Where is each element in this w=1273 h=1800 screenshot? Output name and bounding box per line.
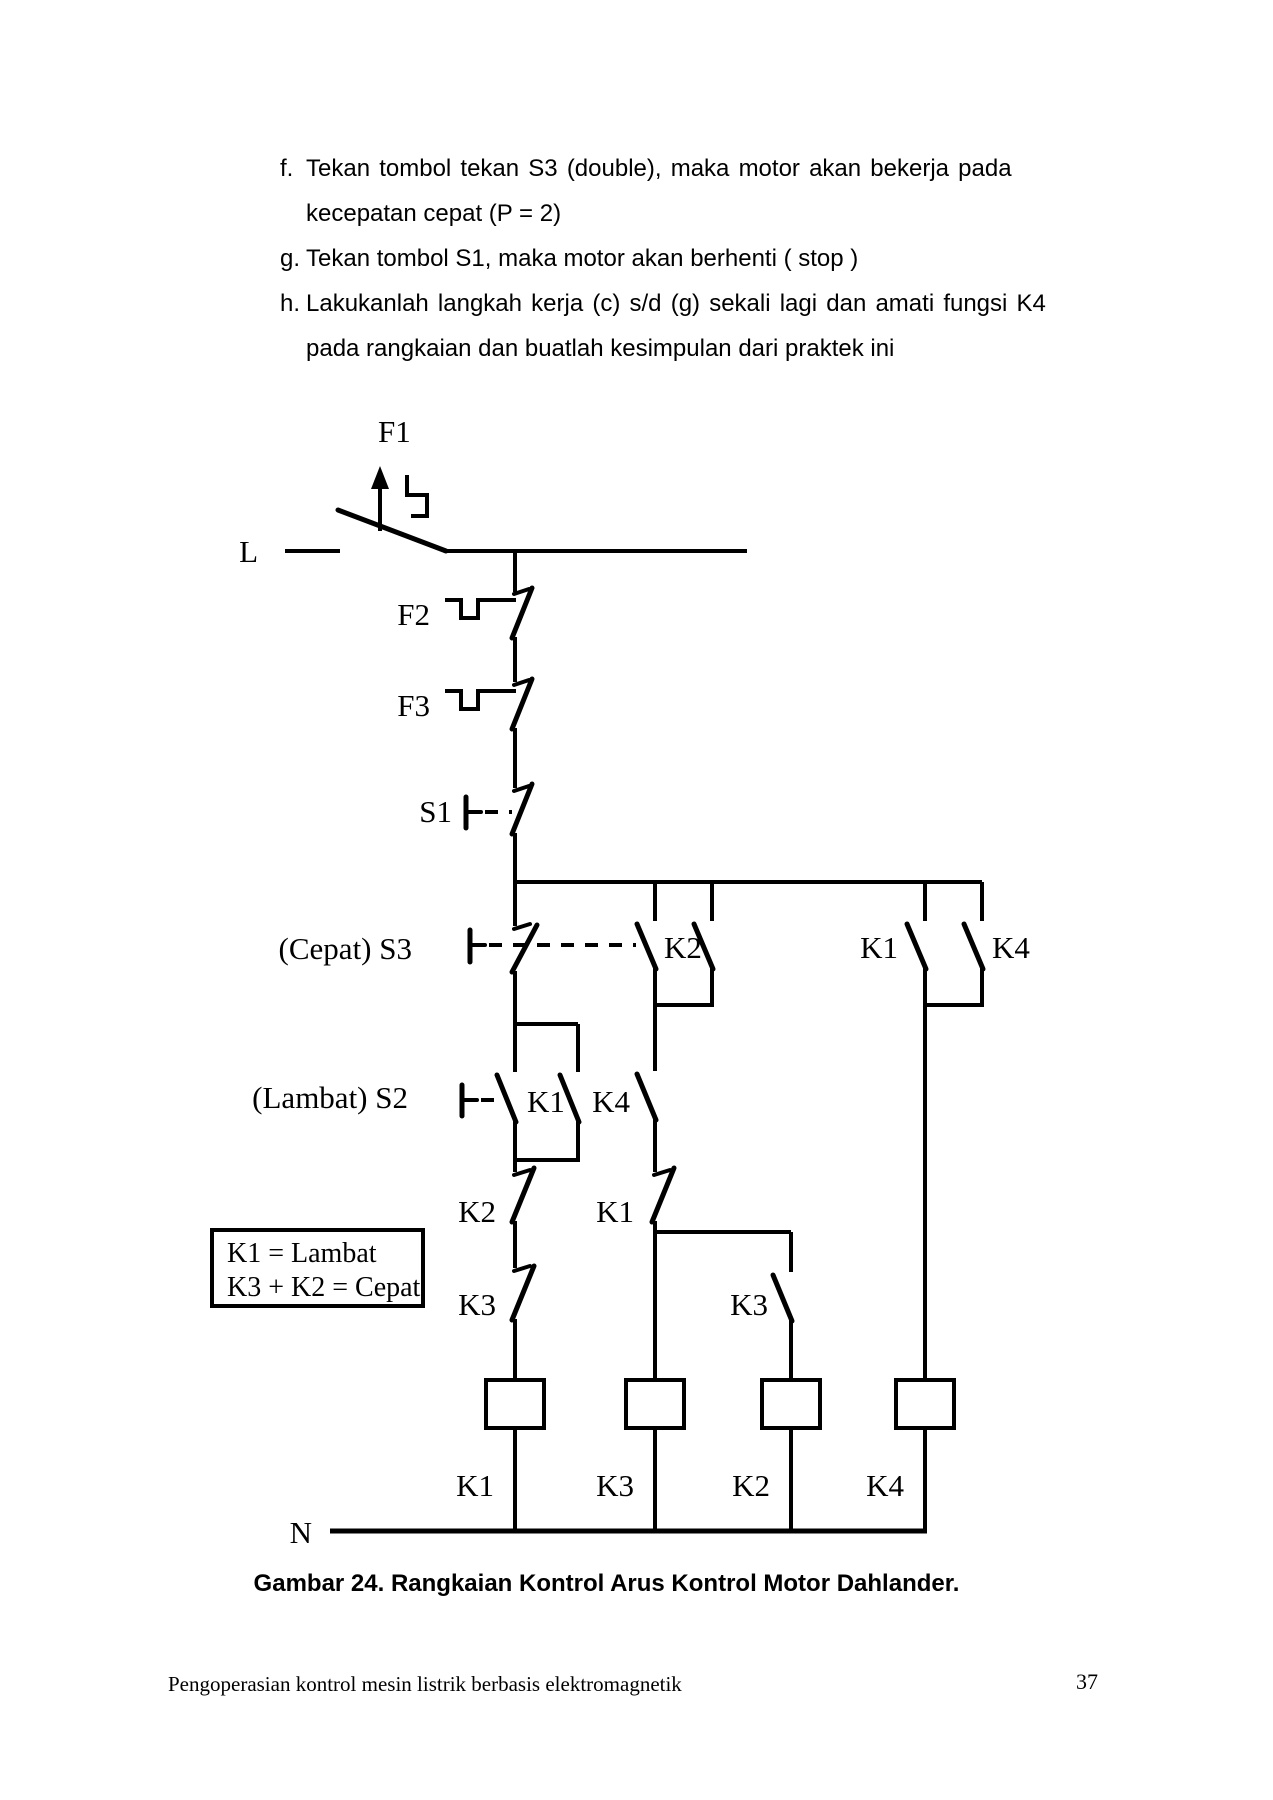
k1-no-label: K1 [860, 930, 898, 965]
k3-contact-tick [512, 1264, 532, 1273]
k1-seal-blade [557, 1072, 582, 1125]
k2-seal-blade [691, 921, 716, 972]
fast-rung-column [634, 882, 791, 1382]
figure-caption: Gambar 24. Rangkaian Kontrol Arus Kontro… [253, 1570, 960, 1597]
instruction-item-h: h. Lakukanlah langkah kerja (c) s/d (g) … [280, 281, 1060, 371]
s2-label: (Lambat) S2 [252, 1080, 408, 1115]
k2-interlock-contact [509, 1160, 537, 1268]
k1-coil [484, 1378, 546, 1430]
f3-contact-blade [509, 676, 535, 732]
f2-overload-contact [445, 585, 535, 682]
s1-label: S1 [419, 794, 452, 829]
k3-interlock-contact [509, 1263, 537, 1382]
s3-fast-button [467, 882, 636, 1026]
f3-heater-symbol [445, 689, 516, 711]
k1-seal-label: K1 [527, 1084, 565, 1119]
line-label: L [239, 534, 258, 569]
f2-contact-blade [509, 585, 535, 641]
f3-label: F3 [397, 688, 430, 723]
item-label: g. [280, 245, 301, 272]
neutral-label: N [290, 1515, 312, 1550]
item-text-line: pada rangkaian dan buatlah kesimpulan da… [306, 335, 895, 362]
k3-no-blade [770, 1272, 795, 1324]
f2-contact-tick [512, 587, 531, 596]
instruction-item-g: g. Tekan tombol S1, maka motor akan berh… [280, 236, 1060, 281]
s3-no-blade [634, 921, 659, 972]
k2-interlock-label: K2 [458, 1194, 496, 1229]
k3-coil-label: K3 [596, 1468, 634, 1503]
k3-contact-blade [509, 1263, 537, 1323]
f3-overload-contact [445, 676, 535, 788]
k3-interlock-label: K3 [458, 1287, 496, 1322]
k2-contact-tick [512, 1168, 532, 1177]
s3-contact-tick [512, 922, 532, 931]
f2-label: F2 [397, 597, 430, 632]
item-text-line: Lakukanlah langkah kerja (c) s/d (g) sek… [306, 290, 1046, 317]
instruction-item-f: f. Tekan tombol tekan S3 (double), maka … [280, 146, 1060, 236]
k4-seal-label: K4 [992, 930, 1030, 965]
s2-k1-parallel-group [459, 1022, 582, 1162]
k4-interlock-blade [634, 1071, 659, 1123]
s2-contact-blade [494, 1072, 519, 1125]
legend-border [210, 1228, 425, 1308]
k4-interlock-label: K4 [592, 1084, 630, 1119]
f1-trip-hook [405, 475, 429, 518]
k1-contact-tick [652, 1168, 672, 1177]
k4-rung-column [904, 882, 986, 1382]
k1-coil-label: K1 [456, 1468, 494, 1503]
k2-contact-blade [509, 1165, 537, 1225]
item-label: h. [280, 290, 301, 317]
s3-label: (Cepat) S3 [279, 931, 412, 966]
legend-line-2: K3 + K2 = Cepat [227, 1272, 421, 1303]
k4-seal-blade [961, 921, 986, 972]
k3-coil [624, 1378, 686, 1430]
f1-blade [335, 507, 449, 554]
k1-interlock-label: K1 [596, 1194, 634, 1229]
k2-coil-label: K2 [732, 1468, 770, 1503]
f1-disconnect-symbol [285, 466, 747, 592]
legend-box: K1 = Lambat K3 + K2 = Cepat [210, 1228, 425, 1308]
f3-contact-tick [512, 678, 531, 687]
f1-label: F1 [378, 414, 411, 449]
k4-coil [894, 1378, 956, 1430]
s1-contact-blade [509, 781, 535, 837]
k3-no-column [770, 1232, 795, 1382]
k1-interlock-blade [649, 1165, 677, 1225]
f2-heater-symbol [445, 598, 516, 620]
coil-row [484, 1378, 956, 1531]
k2-coil [760, 1378, 822, 1430]
s3-contact-blade [509, 922, 540, 975]
page-number: 37 [1076, 1669, 1098, 1694]
instruction-list: f. Tekan tombol tekan S3 (double), maka … [280, 146, 1060, 371]
item-text-line: kecepatan cepat (P = 2) [306, 200, 562, 227]
s1-contact-tick [512, 784, 531, 793]
k2-pair-label: K2 [664, 930, 702, 965]
item-text-line: Tekan tombol tekan S3 (double), maka mot… [306, 155, 1012, 182]
k1-no-blade [904, 921, 929, 972]
legend-line-1: K1 = Lambat [227, 1238, 377, 1269]
f1-arrow-head [371, 466, 389, 489]
s1-stop-button [463, 781, 535, 884]
footer-title: Pengoperasian kontrol mesin listrik berb… [168, 1672, 682, 1696]
item-label: f. [280, 155, 294, 182]
item-text-line: Tekan tombol S1, maka motor akan berhent… [306, 245, 859, 272]
k4-coil-label: K4 [866, 1468, 904, 1503]
k3-no-label: K3 [730, 1287, 768, 1322]
